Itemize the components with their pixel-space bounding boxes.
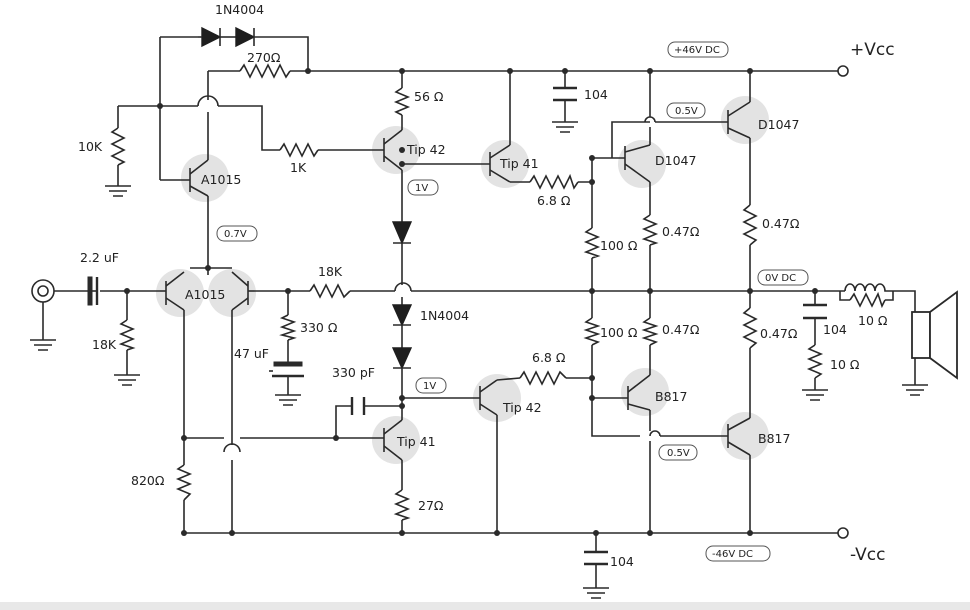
r270-label: 270Ω xyxy=(247,50,281,65)
c-330pf-label: 330 pF xyxy=(332,365,375,380)
input-jack[interactable] xyxy=(31,279,55,340)
q-diff-label: A1015 xyxy=(185,287,225,302)
c-input-label: 2.2 uF xyxy=(80,250,119,265)
diode-bias-label: 1N4004 xyxy=(420,308,469,323)
q-d1047-out-label: D1047 xyxy=(758,117,799,132)
d1047-base-tag: 0.5V xyxy=(675,106,698,117)
c-47uf-label: 47 uF xyxy=(234,346,269,361)
r047-d2-label: 0.47Ω xyxy=(762,216,800,231)
r27-label: 27Ω xyxy=(418,498,444,513)
component-labels: +Vcc -Vcc +46V DC -46V DC 0V DC 0.7V 1V … xyxy=(78,2,895,569)
positive-voltage-tag: +46V DC xyxy=(674,45,720,56)
r68-lower-label: 6.8 Ω xyxy=(532,350,566,365)
bottom-strip xyxy=(0,602,970,610)
wiring xyxy=(50,36,916,588)
negative-supply-terminal[interactable] xyxy=(837,527,849,539)
q-d1047-driver-label: D1047 xyxy=(655,153,696,168)
output-dc-tag: 0V DC xyxy=(765,273,796,284)
positive-supply-terminal[interactable] xyxy=(837,65,849,77)
diode-symbols xyxy=(198,26,413,370)
q-b817-out-label: B817 xyxy=(758,431,790,446)
speaker-icon[interactable] xyxy=(911,290,958,380)
r18k-feedback-label: 18K xyxy=(318,264,343,279)
b817-base-tag: 0.5V xyxy=(667,448,690,459)
negative-supply-label: -Vcc xyxy=(850,545,885,565)
r100-upper-label: 100 Ω xyxy=(600,238,638,253)
r1k-label: 1K xyxy=(290,160,307,175)
r820-label: 820Ω xyxy=(131,473,165,488)
junction-dots xyxy=(124,68,818,536)
r047-b2-label: 0.47Ω xyxy=(760,326,798,341)
q-upper-tip41-label: Tip 41 xyxy=(499,156,539,171)
r10-zobel-label: 10 Ω xyxy=(830,357,860,372)
r10-coil-label: 10 Ω xyxy=(858,313,888,328)
output-inductor xyxy=(844,283,887,292)
transistor-halos xyxy=(156,96,769,464)
upper-driver-tag: 1V xyxy=(415,183,428,194)
a1015-bias-tag: 0.7V xyxy=(224,229,247,240)
lower-driver-tag: 1V xyxy=(423,381,436,392)
q-lower-tip42-label: Tip 42 xyxy=(502,400,542,415)
diode-top-label: 1N4004 xyxy=(215,2,264,17)
c-zobel-label: 104 xyxy=(823,322,847,337)
r047-b1-label: 0.47Ω xyxy=(662,322,700,337)
positive-supply-label: +Vcc xyxy=(850,40,895,60)
q-upper-tip42-label: Tip 42 xyxy=(406,142,446,157)
r330-label: 330 Ω xyxy=(300,320,338,335)
q-vas-tip41-label: Tip 41 xyxy=(396,434,436,449)
q-b817-driver-label: B817 xyxy=(655,389,687,404)
r56-label: 56 Ω xyxy=(414,89,444,104)
r100-lower-label: 100 Ω xyxy=(600,325,638,340)
r10k-label: 10K xyxy=(78,139,103,154)
c-bottom-label: 104 xyxy=(610,554,634,569)
c-top-label: 104 xyxy=(584,87,608,102)
r18k-input-label: 18K xyxy=(92,337,117,352)
capacitor-symbols xyxy=(87,86,827,566)
q-feedback-label: A1015 xyxy=(201,172,241,187)
ground-symbols xyxy=(30,121,928,599)
voltage-tags xyxy=(216,41,809,562)
negative-voltage-tag: -46V DC xyxy=(712,549,753,560)
r047-d1-label: 0.47Ω xyxy=(662,224,700,239)
resistor-symbols xyxy=(110,63,886,521)
transistor-symbols xyxy=(160,101,751,461)
r68-upper-label: 6.8 Ω xyxy=(537,193,571,208)
